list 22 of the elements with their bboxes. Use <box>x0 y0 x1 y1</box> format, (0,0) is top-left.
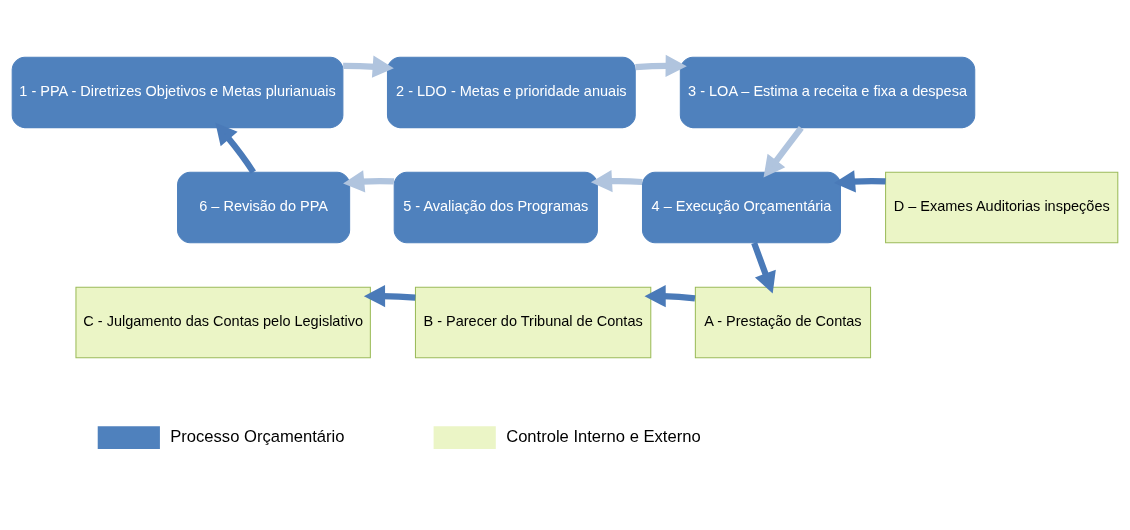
node-box: B - Parecer do Tribunal de Contas <box>414 286 652 359</box>
legend-label: Controle Interno e Externo <box>506 426 701 446</box>
arrow <box>751 241 776 294</box>
arrow <box>763 126 804 178</box>
arrow <box>590 169 643 193</box>
arrow <box>363 284 416 308</box>
node-box: 1 - PPA - Diretrizes Objetivos e Metas plurianuais <box>11 56 344 129</box>
node-box: 4 – Execução Orçamentária <box>641 171 841 244</box>
node-box: A - Prestação de Contas <box>694 286 872 359</box>
arrow <box>343 55 394 78</box>
node-box: 6 – Revisão do PPA <box>177 171 351 244</box>
arrow <box>644 285 696 308</box>
arrow <box>635 54 687 78</box>
node-box: 5 - Avaliação dos Programas <box>393 171 598 244</box>
arrow <box>343 170 395 193</box>
node-box: D – Exames Auditorias inspeções <box>885 171 1119 244</box>
node-box: C - Julgamento das Contas pelo Legislativo <box>75 286 371 359</box>
node-box: 2 - LDO - Metas e prioridade anuais <box>386 56 636 129</box>
legend-label: Processo Orçamentário <box>170 426 345 446</box>
arrow <box>833 170 886 193</box>
node-box: 3 - LOA – Estima a receita e fixa a despesa <box>679 56 976 129</box>
arrow <box>215 122 256 174</box>
